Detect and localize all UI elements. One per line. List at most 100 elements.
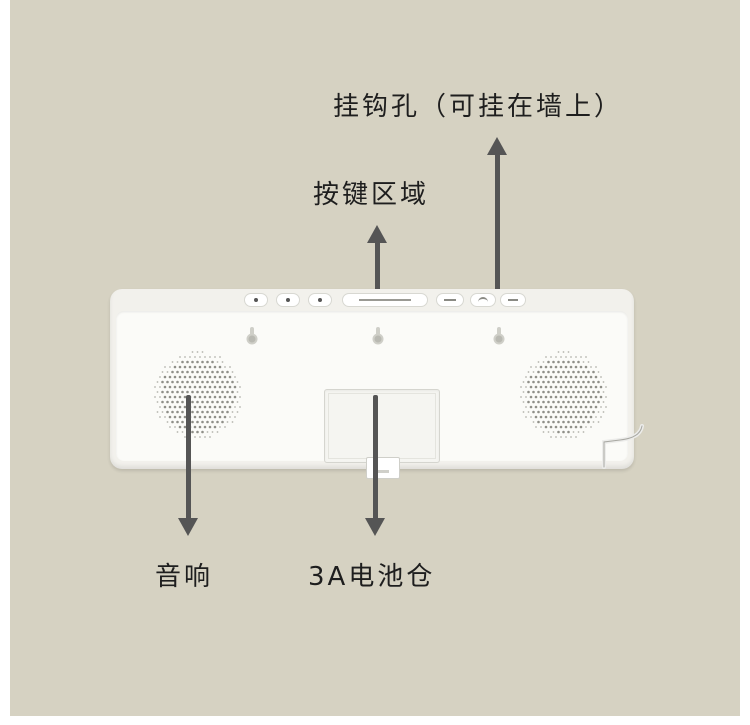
- speaker-hole: [525, 376, 527, 378]
- speaker-hole: [582, 361, 585, 363]
- speaker-hole: [559, 415, 563, 419]
- speaker-hole: [555, 356, 557, 358]
- speaker-hole: [196, 390, 199, 394]
- speaker-hole: [201, 390, 204, 394]
- label-button-area: 按键区域: [313, 180, 430, 210]
- speaker-hole: [527, 411, 530, 413]
- speaker-hole: [552, 390, 555, 394]
- speaker-hole: [226, 390, 229, 394]
- speaker-hole: [572, 410, 575, 414]
- speaker-hole: [168, 375, 172, 379]
- speaker-hole: [574, 425, 578, 429]
- speaker-hole: [522, 391, 525, 393]
- speaker-hole: [208, 425, 212, 429]
- speaker-hole: [191, 420, 194, 424]
- speaker-hole: [193, 425, 197, 429]
- speaker-hole: [196, 360, 199, 364]
- speaker-hole: [183, 395, 187, 399]
- speaker-hole: [224, 426, 226, 428]
- speaker-hole: [542, 390, 545, 394]
- speaker-hole: [226, 400, 229, 404]
- speaker-hole: [542, 370, 545, 374]
- speaker-hole: [221, 420, 224, 424]
- speaker-hole: [557, 370, 560, 374]
- speaker-hole: [194, 436, 196, 438]
- speaker-hole: [574, 365, 578, 369]
- speaker-hole: [196, 370, 199, 374]
- speaker-hole: [168, 395, 172, 399]
- speaker-hole: [173, 375, 177, 379]
- speaker-hole: [592, 400, 595, 404]
- speaker-hole: [206, 431, 209, 433]
- speaker-hole: [174, 426, 176, 428]
- speaker-hole: [587, 361, 590, 363]
- speaker-hole: [594, 395, 598, 399]
- speaker-hole: [574, 385, 578, 389]
- speaker-hole: [527, 400, 530, 404]
- speaker-hole: [589, 395, 593, 399]
- button-dot-icon: [318, 298, 322, 302]
- speaker-hole: [544, 375, 548, 379]
- speaker-hole: [226, 370, 229, 374]
- arrow-shaft-battery: [373, 395, 378, 521]
- speaker-hole: [218, 405, 222, 409]
- speaker-hole: [582, 400, 585, 404]
- speaker-hole: [587, 420, 590, 424]
- speaker-hole: [191, 400, 194, 404]
- speaker-hole: [161, 411, 164, 413]
- speaker-hole: [585, 426, 587, 428]
- speaker-hole: [239, 396, 241, 398]
- speaker-hole: [539, 375, 543, 379]
- speaker-hole: [544, 385, 548, 389]
- speaker-hole: [569, 385, 573, 389]
- speaker-hole: [547, 360, 550, 364]
- speaker-hole: [196, 410, 199, 414]
- speaker-hole: [169, 366, 171, 368]
- speaker-hole: [213, 425, 217, 429]
- speaker-hole: [592, 410, 595, 414]
- speaker-hole: [206, 380, 209, 384]
- speaker-hole: [203, 425, 207, 429]
- button-marking: [444, 299, 456, 301]
- speaker-hole: [557, 390, 560, 394]
- speaker-hole: [163, 375, 167, 379]
- speaker-hole: [600, 416, 602, 418]
- speaker-hole: [173, 405, 177, 409]
- keyhole-icon: [372, 327, 384, 345]
- speaker-hole: [579, 395, 583, 399]
- speaker-hole: [577, 370, 580, 374]
- speaker-hole: [572, 420, 575, 424]
- speaker-hole: [201, 380, 204, 384]
- speaker-hole: [535, 426, 537, 428]
- speaker-hole: [594, 405, 598, 409]
- speaker-hole: [211, 390, 214, 394]
- speaker-hole: [188, 375, 192, 379]
- keyhole-icon: [493, 327, 505, 345]
- speaker-hole: [597, 380, 600, 384]
- speaker-hole: [178, 395, 182, 399]
- speaker-hole: [564, 415, 568, 419]
- speaker-hole: [590, 366, 592, 368]
- speaker-hole: [567, 370, 570, 374]
- speaker-hole: [176, 400, 179, 404]
- speaker-hole: [589, 405, 593, 409]
- speaker-hole: [572, 360, 575, 364]
- speaker-hole: [527, 380, 530, 384]
- speaker-hole: [589, 375, 593, 379]
- speaker-hole: [198, 405, 202, 409]
- speaker-hole: [554, 385, 558, 389]
- speaker-hole: [552, 400, 555, 404]
- speaker-hole: [547, 431, 550, 433]
- speaker-hole: [544, 395, 548, 399]
- speaker-hole: [216, 390, 219, 394]
- speaker-hole: [557, 400, 560, 404]
- speaker-hole: [529, 375, 533, 379]
- speaker-hole: [234, 406, 236, 408]
- speaker-hole: [532, 371, 535, 373]
- speaker-hole: [183, 415, 187, 419]
- speaker-hole: [176, 370, 179, 374]
- speaker-hole: [590, 426, 592, 428]
- speaker-hole: [239, 406, 241, 408]
- speaker-hole: [555, 436, 557, 438]
- top-button-5: [470, 293, 496, 307]
